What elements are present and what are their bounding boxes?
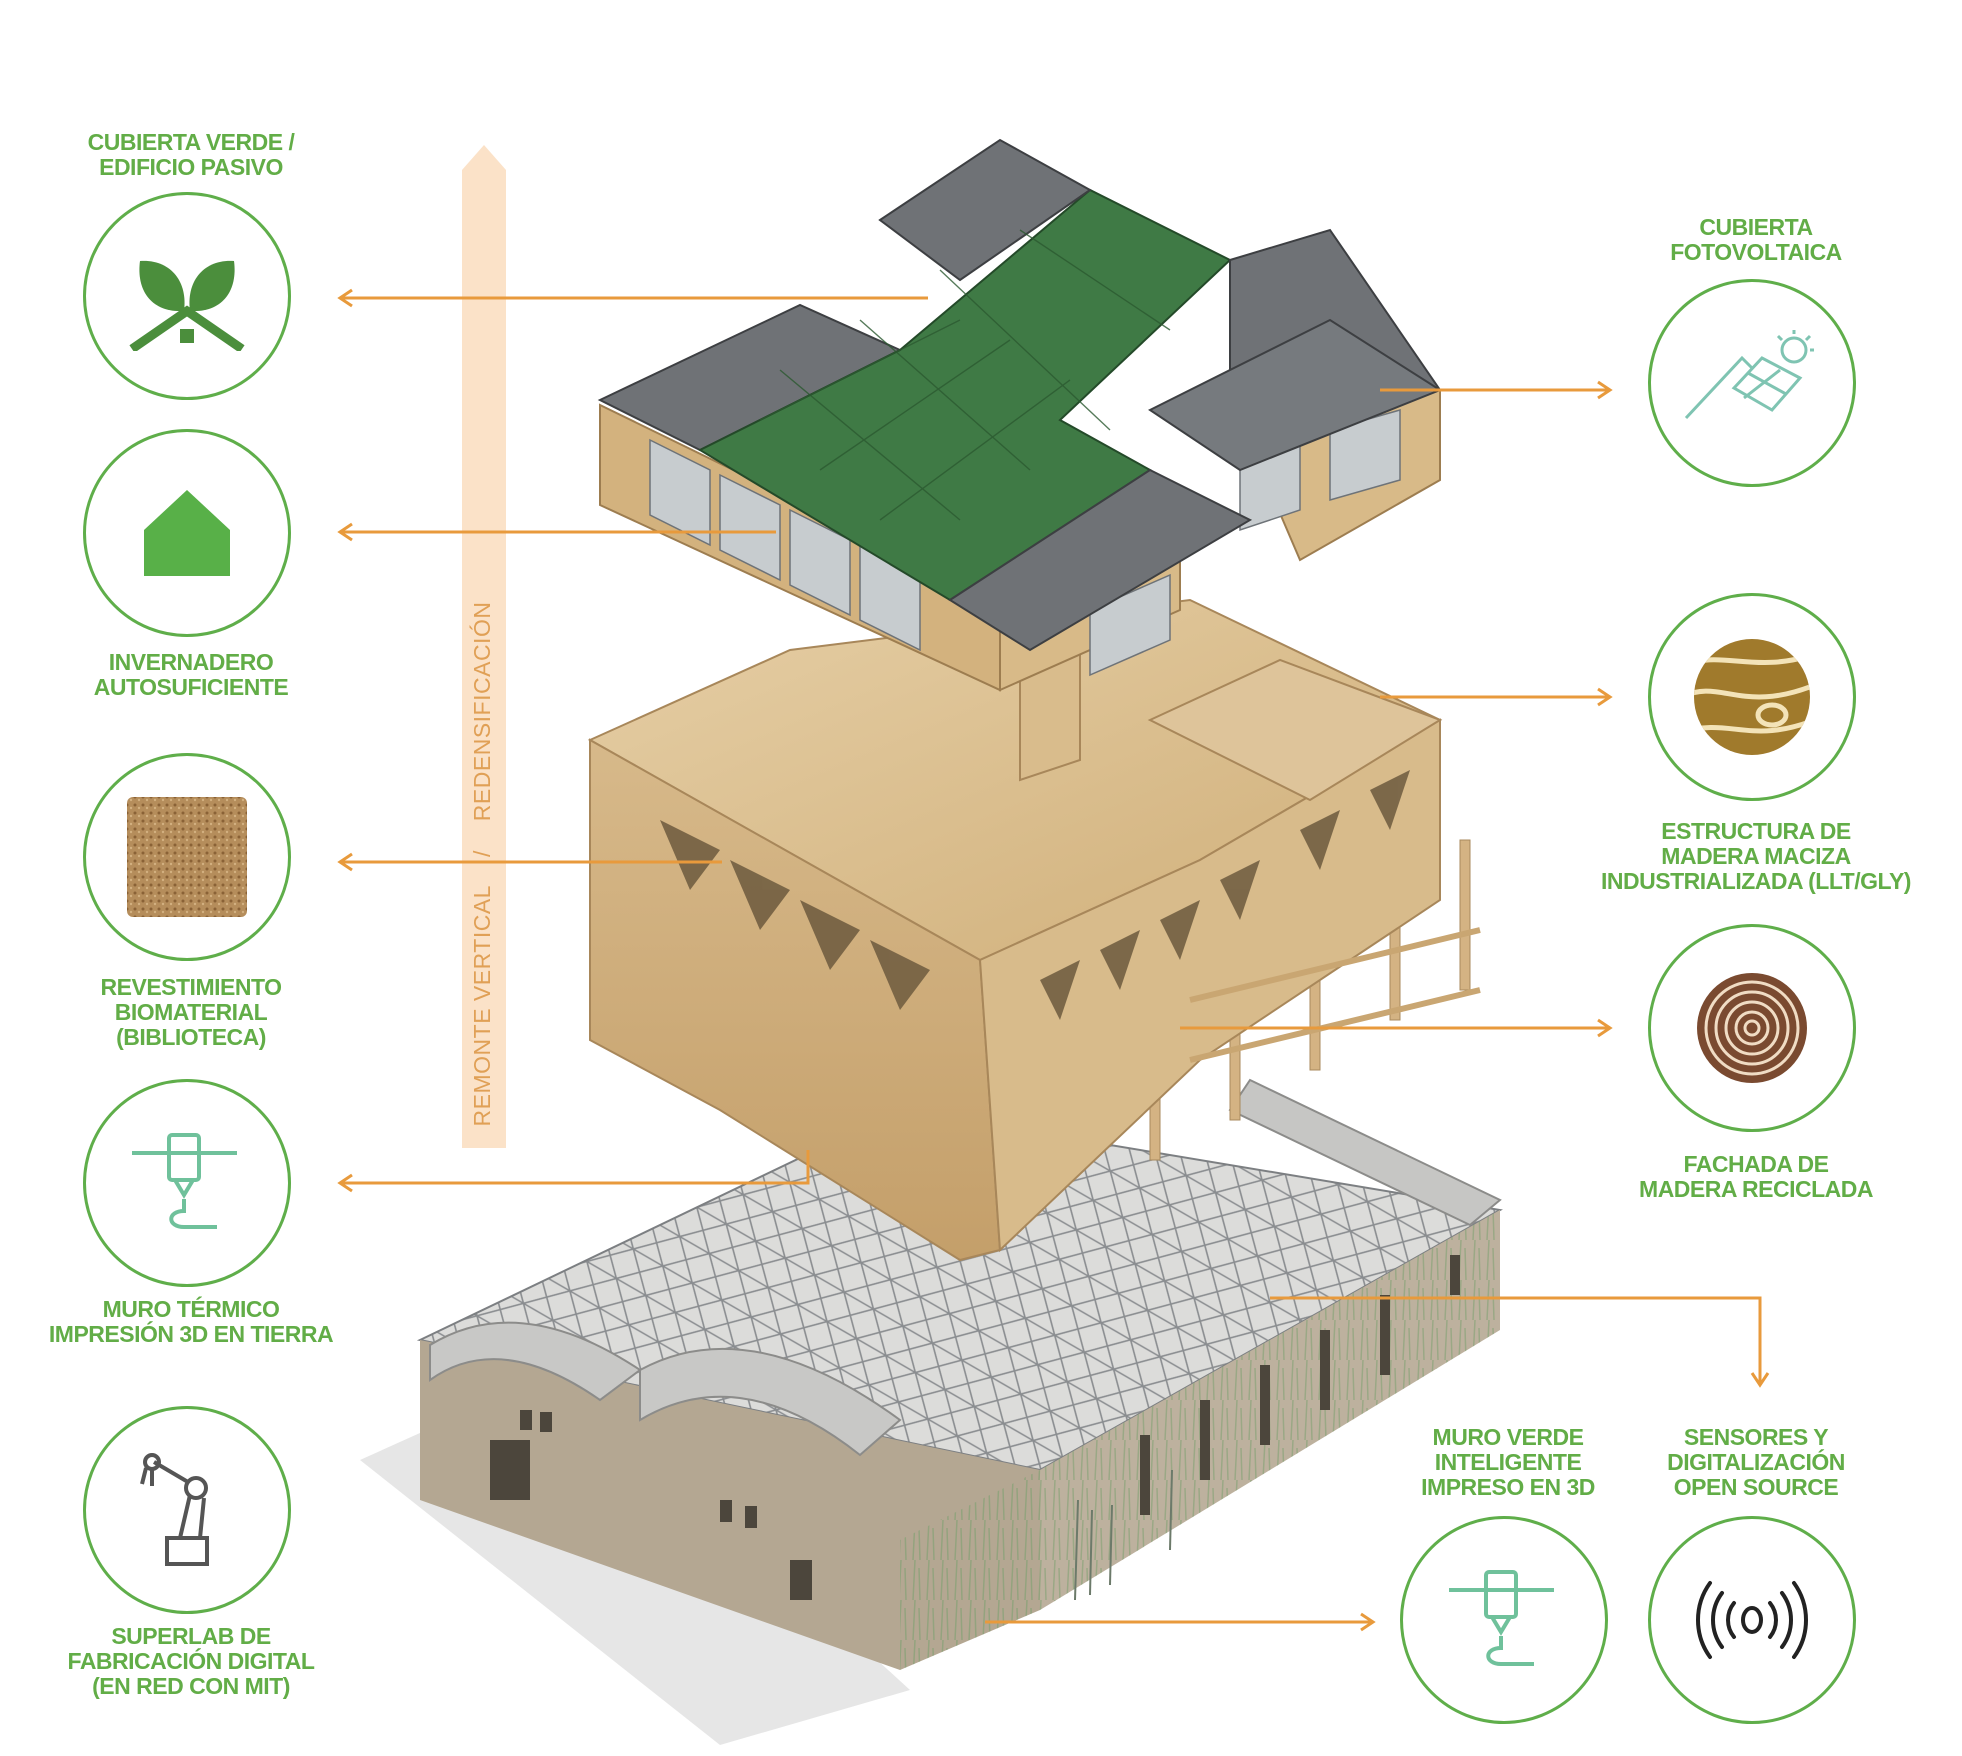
label-line: INVERNADERO [108, 649, 274, 675]
label-line: AUTOSUFICIENTE [93, 674, 289, 700]
vertical-axis-label: REMONTE VERTICAL / REDENSIFICACIÓN [469, 564, 499, 1164]
vertical-axis-arrow [462, 145, 506, 1148]
label-line: DIGITALIZACIÓN [1667, 1449, 1845, 1475]
wireless-signal-icon [1696, 1581, 1808, 1659]
3d-printer-icon [1449, 1570, 1554, 1666]
circle-revestimiento [83, 753, 291, 961]
label-line: EDIFICIO PASIVO [99, 154, 283, 180]
roof-level [597, 138, 1443, 692]
label-line: (EN RED CON MIT) [92, 1673, 290, 1699]
leaf-house-icon [129, 260, 245, 351]
label-line: OPEN SOURCE [1673, 1474, 1839, 1500]
3d-printer-icon [132, 1133, 237, 1229]
label-line: IMPRESO EN 3D [1421, 1474, 1595, 1500]
solar-panel-icon [1684, 330, 1814, 420]
roof-pv-top [878, 138, 1092, 282]
label-line: SUPERLAB DE [111, 1623, 271, 1649]
robot-arm-icon [140, 1453, 209, 1566]
label-line: ESTRUCTURA DE [1661, 818, 1851, 844]
vertical-axis-separator: / [469, 850, 495, 857]
label-line: REVESTIMIENTO [100, 974, 282, 1000]
vertical-axis-right: REDENSIFICACIÓN [469, 601, 495, 822]
circle-fachada-madera [1648, 924, 1856, 1132]
label-line: SENSORES Y [1683, 1424, 1829, 1450]
circle-muro-verde [1400, 1516, 1608, 1724]
circle-superlab [83, 1406, 291, 1614]
label-line: CUBIERTA VERDE / [87, 129, 295, 155]
timber-structure [587, 598, 1481, 1262]
warehouse-vault-2 [639, 1347, 902, 1457]
circle-cubierta-verde [83, 192, 291, 400]
roof-pv-mid [948, 468, 1253, 652]
circle-invernadero [83, 429, 291, 637]
circle-cubierta-fotovoltaica [1648, 279, 1856, 487]
label-line: FABRICACIÓN DIGITAL [67, 1648, 315, 1674]
circle-estructura-madera [1648, 593, 1856, 801]
label-line: FOTOVOLTAICA [1670, 239, 1842, 265]
label-line: MURO VERDE [1432, 1424, 1584, 1450]
tree-ring-icon [1697, 973, 1807, 1083]
label-line: MADERA RECICLADA [1639, 1176, 1873, 1202]
circle-sensores [1648, 1516, 1856, 1724]
label-line: FACHADA DE [1683, 1151, 1829, 1177]
leader-arrows [340, 296, 1762, 1624]
label-line: INTELIGENTE [1434, 1449, 1582, 1475]
label-cubierta-verde: CUBIERTA VERDE /EDIFICIO PASIVO [88, 130, 295, 180]
vertical-axis-left: REMONTE VERTICAL [469, 885, 495, 1127]
cork-block-icon [127, 797, 247, 917]
label-line: IMPRESIÓN 3D EN TIERRA [48, 1321, 334, 1347]
circle-muro-termico [83, 1079, 291, 1287]
arrow-heads [337, 288, 1770, 1632]
label-line: MADERA MACIZA [1661, 843, 1851, 869]
label-line: INDUSTRIALIZADA (LLT/GLY) [1601, 868, 1911, 894]
label-line: (BIBLIOTECA) [116, 1024, 266, 1050]
house-icon [144, 490, 230, 576]
existing-warehouse [416, 1078, 1503, 1670]
label-line: CUBIERTA [1699, 214, 1813, 240]
label-line: BIOMATERIAL [114, 999, 268, 1025]
label-line: MURO TÉRMICO [102, 1296, 280, 1322]
wood-grain-icon [1694, 639, 1810, 755]
